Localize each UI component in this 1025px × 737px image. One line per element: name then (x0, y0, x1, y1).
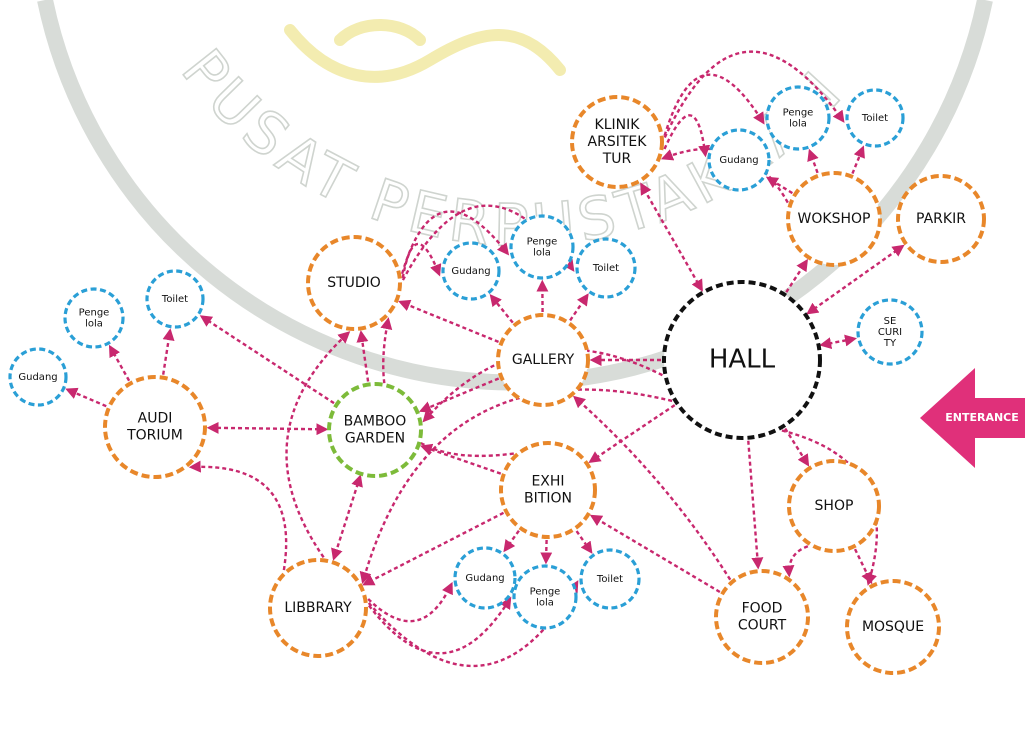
connection-exhibition-to-exh_gudang (505, 531, 519, 551)
room-label-klinik: ARSITEK (588, 134, 648, 150)
connection-exhibition-to-exh_toilet (577, 531, 592, 552)
room-label-exh_gudang: Gudang (465, 573, 504, 584)
connection-wokshop-to-kli_gudang (768, 178, 792, 193)
room-label-bamboo: BAMBOO (344, 414, 407, 430)
connection-shop-to-foodcourt (789, 546, 808, 575)
connection-gallery-to-stu_gudang (491, 296, 513, 323)
room-label-exh_pengelola: lola (536, 598, 554, 609)
connection-hall-to-foodcourt (748, 441, 758, 567)
connection-gallery-to-stu_toilet (570, 295, 587, 320)
connection-hall-to-security (822, 339, 855, 345)
connection-bamboo-to-auditorium (209, 428, 326, 430)
connection-wokshop-to-kli_toilet (852, 148, 863, 174)
room-label-studio: STUDIO (327, 275, 381, 291)
room-label-exh_pengelola: Penge (530, 587, 561, 598)
room-label-bamboo: GARDEN (345, 431, 405, 447)
room-label-aud_pengelola: Penge (79, 308, 110, 319)
room-label-kli_pengelola: Penge (783, 108, 814, 119)
room-label-exhibition: EXHI (531, 474, 564, 490)
room-stu_gudang: Gudang (443, 243, 499, 299)
room-label-kli_pengelola: lola (789, 119, 807, 130)
room-studio: STUDIO (308, 237, 400, 329)
room-exh_gudang: Gudang (455, 548, 515, 608)
room-label-security: TY (883, 338, 897, 349)
room-mosque: MOSQUE (847, 581, 939, 673)
room-label-wokshop: WOKSHOP (798, 211, 871, 227)
connection-exhibition-to-exh_pengelola (546, 540, 547, 562)
room-label-library: LIBBRARY (284, 600, 352, 616)
room-shop: SHOP (789, 461, 879, 551)
watermark-seal-logo (290, 25, 560, 77)
room-label-stu_toilet: Toilet (592, 263, 619, 274)
room-label-klinik: KLINIK (595, 117, 641, 133)
room-aud_toilet: Toilet (147, 271, 203, 327)
entrance-arrow: ENTERANCE (920, 368, 1025, 468)
connection-auditorium-to-aud_gudang (67, 390, 106, 407)
room-label-security: CURI (878, 327, 902, 338)
room-exh_toilet: Toilet (581, 550, 639, 608)
room-label-foodcourt: COURT (738, 618, 787, 634)
connection-library-to-auditorium (191, 467, 286, 570)
connection-hall-to-exhibition (590, 405, 674, 462)
room-wokshop: WOKSHOP (788, 173, 880, 265)
connection-auditorium-to-aud_pengelola (110, 347, 129, 381)
room-label-aud_pengelola: lola (85, 319, 103, 330)
connection-bamboo-to-aud_toilet (202, 317, 334, 404)
room-kli_toilet: Toilet (847, 90, 903, 146)
room-label-parkir: PARKIR (916, 211, 966, 227)
room-label-mosque: MOSQUE (862, 619, 924, 635)
entrance-label: ENTERANCE (945, 411, 1019, 424)
room-library: LIBBRARY (270, 560, 366, 656)
room-label-stu_pengelola: Penge (527, 237, 558, 248)
room-label-klinik: TUR (602, 151, 632, 167)
room-label-aud_toilet: Toilet (161, 294, 188, 305)
room-aud_gudang: Gudang (10, 349, 66, 405)
connection-exhibition-to-bamboo (422, 446, 501, 473)
connection-gallery-to-studio (400, 302, 498, 342)
room-kli_gudang: Gudang (709, 130, 769, 190)
room-label-auditorium: AUDI (138, 411, 173, 427)
room-gallery: GALLERY (498, 315, 588, 405)
room-label-stu_pengelola: lola (533, 248, 551, 259)
connection-auditorium-to-aud_toilet (163, 331, 170, 375)
connection-shop-to-mosque (855, 549, 871, 582)
room-parkir: PARKIR (898, 176, 984, 262)
room-label-exhibition: BITION (524, 491, 572, 507)
connection-wokshop-to-kli_pengelola (810, 151, 818, 173)
room-label-stu_gudang: Gudang (451, 266, 490, 277)
room-label-exh_toilet: Toilet (596, 574, 623, 585)
room-label-security: SE (884, 316, 897, 327)
room-label-shop: SHOP (815, 498, 854, 514)
room-label-aud_gudang: Gudang (18, 372, 57, 383)
room-label-auditorium: TORIUM (126, 428, 183, 444)
room-label-gallery: GALLERY (512, 352, 575, 368)
room-stu_toilet: Toilet (577, 239, 635, 297)
room-label-kli_gudang: Gudang (719, 155, 758, 166)
room-hall: HALL (664, 282, 820, 438)
room-label-hall: HALL (709, 345, 776, 375)
connection-bamboo-to-library (334, 477, 360, 559)
room-label-foodcourt: FOOD (742, 601, 783, 617)
room-label-kli_toilet: Toilet (861, 113, 888, 124)
